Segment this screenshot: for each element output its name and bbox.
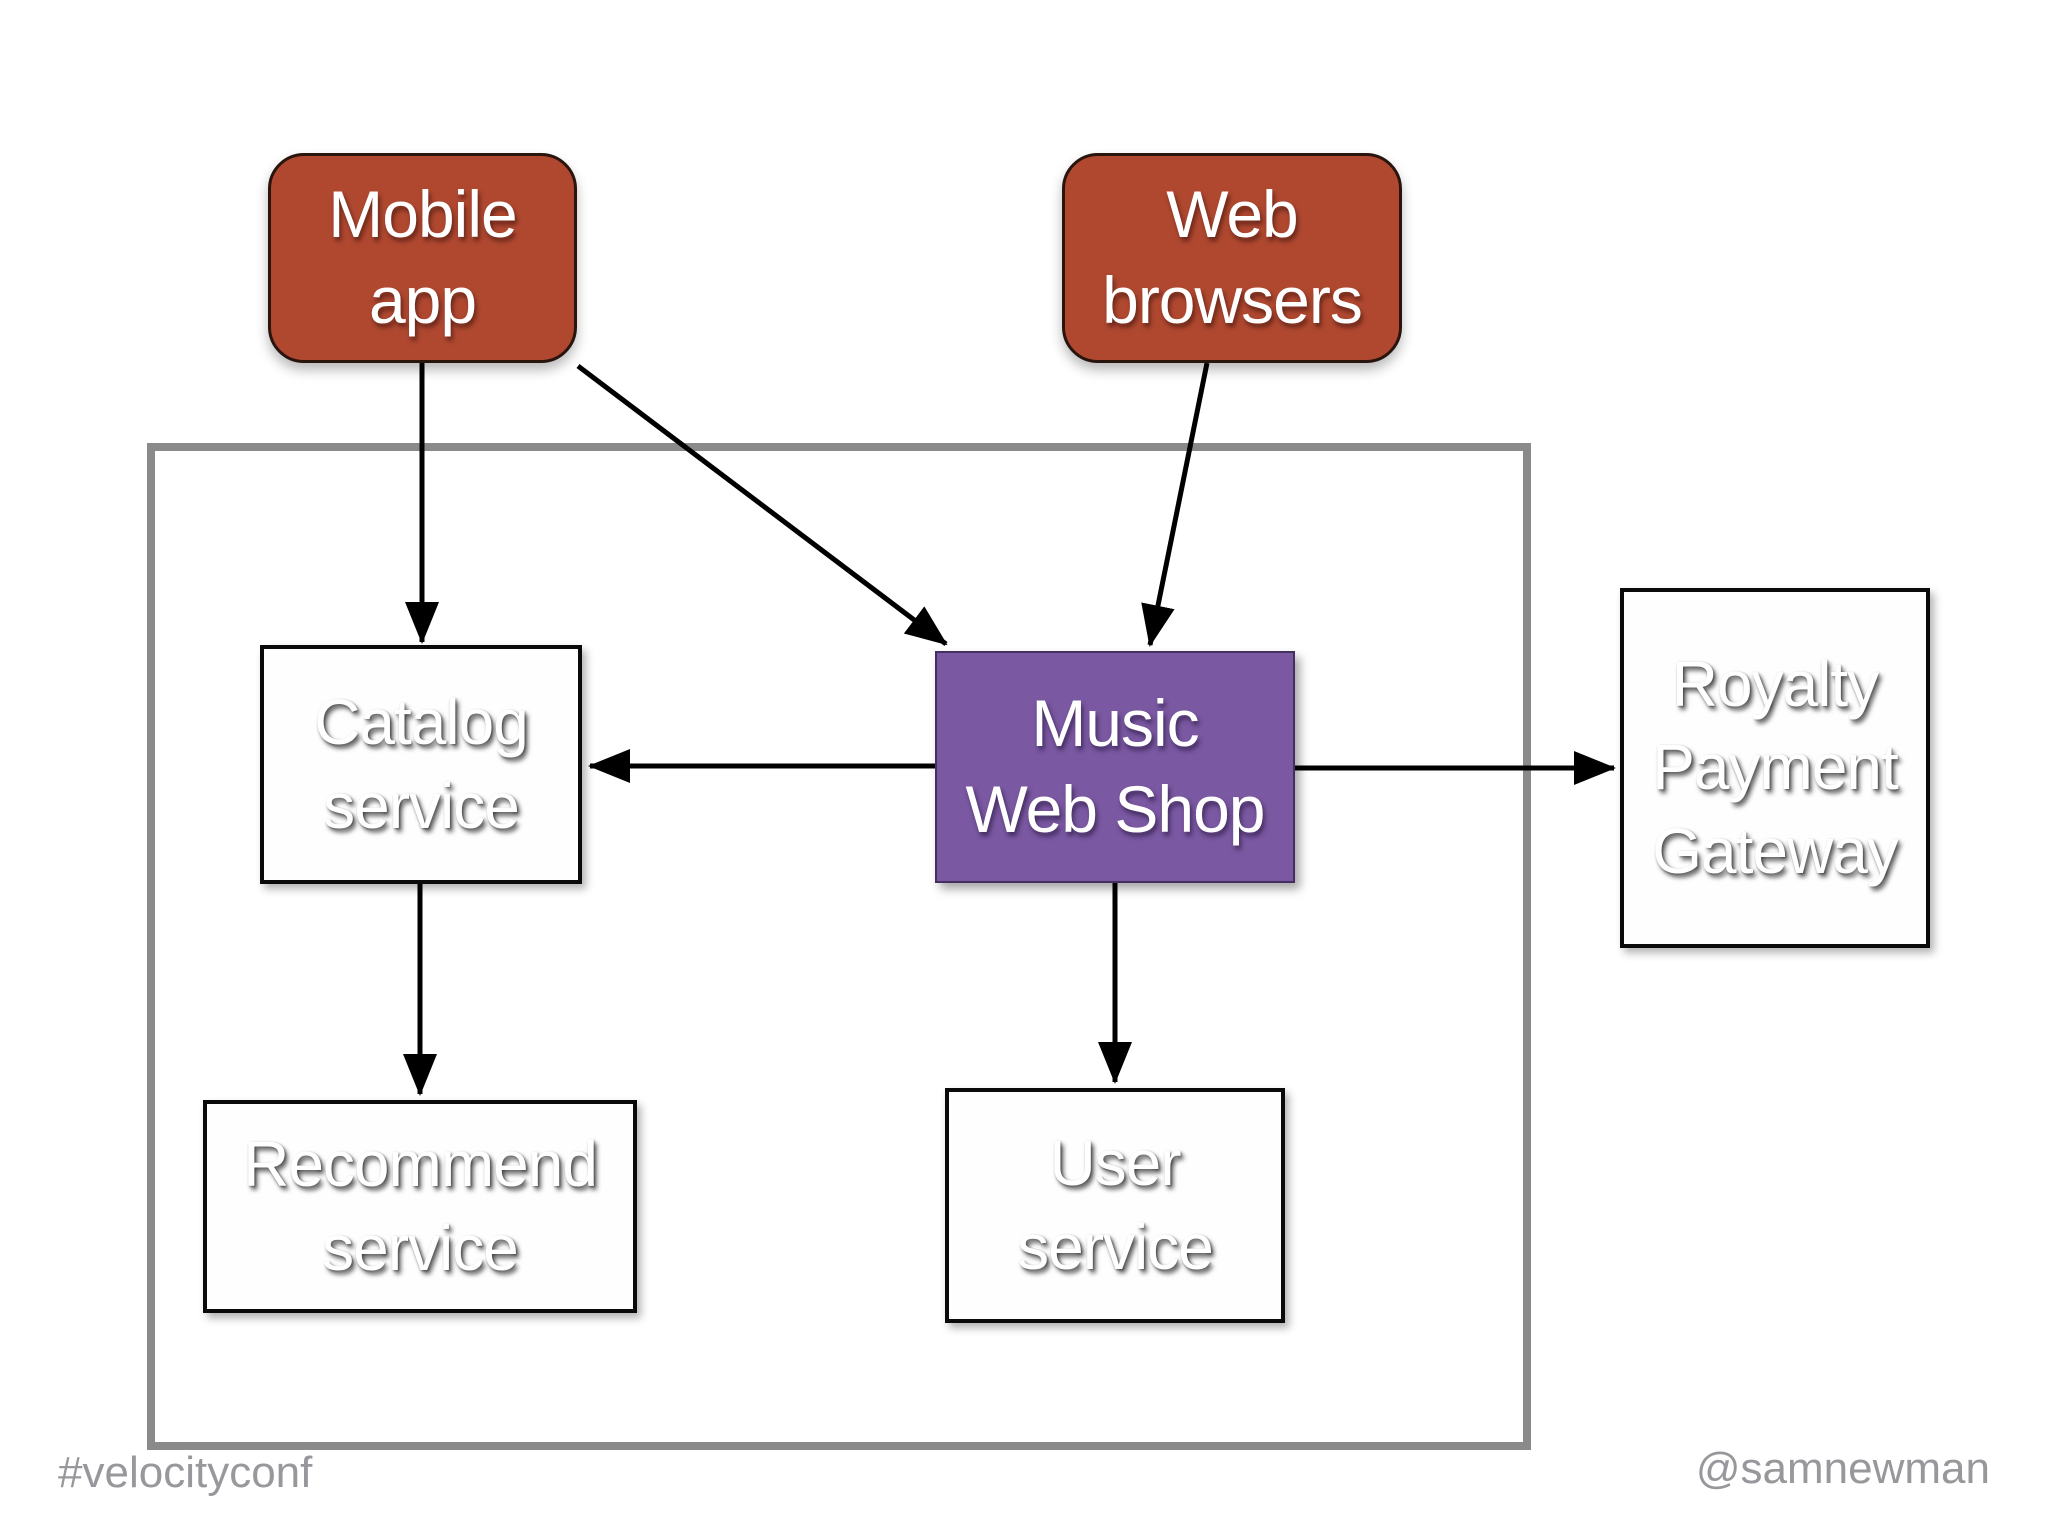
node-web-browsers-label: Web browsers [1102,177,1363,337]
node-user-service-label: User service [1017,1127,1214,1283]
author-handle-footer: @samnewman [1695,1444,1990,1493]
node-royalty-payment-gateway: Royalty Payment Gateway [1620,588,1930,948]
node-recommend-service-label: Recommend service [243,1128,598,1284]
node-music-web-shop-label: Music Web Shop [965,686,1266,846]
node-royalty-payment-gateway-label: Royalty Payment Gateway [1652,648,1899,887]
node-catalog-service: Catalog service [260,645,582,884]
node-web-browsers: Web browsers [1062,153,1402,363]
hashtag-footer: #velocityconf [58,1448,313,1497]
node-mobile-app: Mobile app [268,153,577,363]
node-recommend-service: Recommend service [203,1100,637,1313]
node-mobile-app-label: Mobile app [328,177,517,337]
node-music-web-shop: Music Web Shop [935,651,1295,883]
node-user-service: User service [945,1088,1285,1323]
node-catalog-service-label: Catalog service [314,686,529,842]
